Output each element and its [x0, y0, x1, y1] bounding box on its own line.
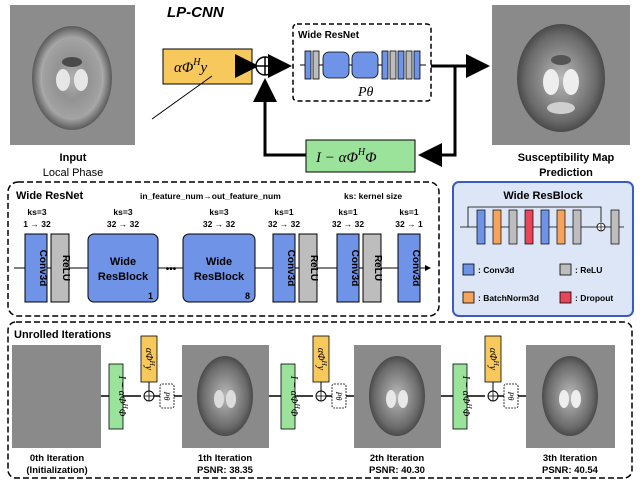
- resblock-diagram: [460, 206, 624, 245]
- wide-resnet-top-title: Wide ResNet: [298, 30, 360, 41]
- layer5-label: Conv3d: [285, 250, 296, 287]
- svg-text:αΦHy: αΦHy: [315, 348, 328, 371]
- unroll-stage-2: I − αΦHΦ αΦHy Pθ: [269, 335, 354, 430]
- resblock-title: Wide ResBlock: [503, 190, 583, 202]
- layer9-conv3d: [397, 233, 421, 303]
- layer9-feat: 32 → 1: [395, 219, 423, 229]
- layer6-label: ReLU: [308, 255, 319, 281]
- legend-dropout-label: : Dropout: [575, 293, 613, 303]
- layer3-feat: 32 → 32: [107, 219, 139, 229]
- output-brain-image: [492, 5, 630, 145]
- layer4-label-2: ResBlock: [194, 271, 245, 283]
- kernel-note: ks: kernel size: [344, 191, 402, 201]
- layer6-relu: [298, 233, 318, 303]
- feedback-label: I − αΦHΦ: [315, 147, 377, 166]
- iteration0-detail: (Initialization): [26, 465, 87, 476]
- svg-text:Pθ: Pθ: [334, 391, 343, 401]
- svg-text:I − αΦHΦ: I − αΦHΦ: [460, 375, 473, 417]
- legend-batchnorm-swatch: [462, 291, 475, 304]
- layer3-index: 1: [148, 291, 153, 301]
- layer1-feat: 1 → 32: [23, 219, 51, 229]
- layer5-conv3d: [272, 233, 296, 303]
- iteration0-image: [12, 345, 101, 448]
- layer1-conv3d: [24, 233, 48, 303]
- iteration3-name: 3th Iteration: [543, 453, 598, 464]
- output-label-2: Prediction: [539, 167, 593, 179]
- iteration2-image: [354, 345, 441, 448]
- unroll-stage-1: I − αΦHΦ αΦHy Pθ: [101, 335, 182, 430]
- layer3-label-1: Wide: [110, 256, 136, 268]
- layer4-label-1: Wide: [206, 256, 232, 268]
- wide-resnet-detail-title: Wide ResNet: [16, 190, 83, 202]
- layer3-ks: ks=3: [113, 207, 132, 217]
- layer3-label-2: ResBlock: [98, 271, 149, 283]
- layer7-conv3d: [336, 233, 360, 303]
- layer5-feat: 32 → 32: [268, 219, 300, 229]
- legend-dropout-swatch: [559, 291, 572, 304]
- layer4-index: 8: [245, 291, 250, 301]
- layer7-ks: ks=1: [338, 207, 357, 217]
- feedback-box: [305, 139, 416, 173]
- svg-text:Pθ: Pθ: [162, 391, 171, 401]
- layer7-feat: 32 → 32: [332, 219, 364, 229]
- iteration1-detail: PSNR: 38.35: [197, 465, 254, 476]
- layer4-ks: ks=3: [209, 207, 228, 217]
- model-title: LP-CNN: [167, 4, 225, 21]
- feedback-arrow-in: [418, 66, 457, 167]
- iteration2-detail: PSNR: 40.30: [369, 465, 425, 476]
- feature-note: in_feature_num→out_feature_num: [140, 191, 281, 201]
- input-connector-line: [151, 75, 213, 120]
- feedback-arrow-out: [253, 78, 306, 157]
- iteration1-name: 1th Iteration: [198, 453, 253, 464]
- legend-relu-label: : ReLU: [575, 265, 602, 275]
- legend-conv3d-swatch: [462, 263, 475, 276]
- layer8-label: ReLU: [372, 255, 383, 281]
- layer7-label: Conv3d: [349, 250, 360, 287]
- iteration2-name: 2th Iteration: [370, 453, 425, 464]
- wide-resnet-top-icon: [300, 50, 426, 80]
- legend-conv3d-label: : Conv3d: [478, 265, 514, 275]
- input-label-1: Input: [60, 152, 87, 164]
- unrolled-title: Unrolled Iterations: [14, 329, 111, 341]
- iteration3-detail: PSNR: 40.54: [542, 465, 599, 476]
- layer2-relu: [50, 233, 70, 303]
- layer9-ks: ks=1: [399, 207, 418, 217]
- iteration0-name: 0th Iteration: [30, 453, 85, 464]
- unroll-stage-3: I − αΦHΦ αΦHy Pθ: [441, 335, 526, 430]
- output-label-1: Susceptibility Map: [518, 152, 615, 164]
- input-brain-image: [10, 5, 135, 145]
- input-label-2: Local Phase: [43, 167, 104, 179]
- layer1-label: Conv3d: [37, 250, 48, 287]
- ellipsis: •••: [166, 264, 177, 275]
- layer4-wide-resblock: [182, 233, 256, 303]
- layer9-label: Conv3d: [410, 250, 421, 287]
- layer5-ks: ks=1: [274, 207, 293, 217]
- layer1-ks: ks=3: [27, 207, 46, 217]
- layer3-wide-resblock: [87, 233, 159, 303]
- iteration1-image: [182, 345, 269, 448]
- layer2-label: ReLU: [60, 255, 71, 281]
- legend-batchnorm-label: : BatchNorm3d: [478, 293, 539, 303]
- layer8-relu: [362, 233, 382, 303]
- legend-relu-swatch: [559, 263, 572, 276]
- svg-text:αΦHy: αΦHy: [143, 348, 156, 371]
- p-theta-label: Pθ: [357, 85, 374, 100]
- alpha-phi-y-label: αΦHy: [174, 57, 208, 76]
- svg-text:Pθ: Pθ: [506, 391, 515, 401]
- svg-text:I − αΦHΦ: I − αΦHΦ: [116, 375, 129, 417]
- svg-text:αΦHy: αΦHy: [487, 348, 500, 371]
- svg-text:I − αΦHΦ: I − αΦHΦ: [288, 375, 301, 417]
- layer4-feat: 32 → 32: [203, 219, 235, 229]
- iteration3-image: [526, 345, 615, 448]
